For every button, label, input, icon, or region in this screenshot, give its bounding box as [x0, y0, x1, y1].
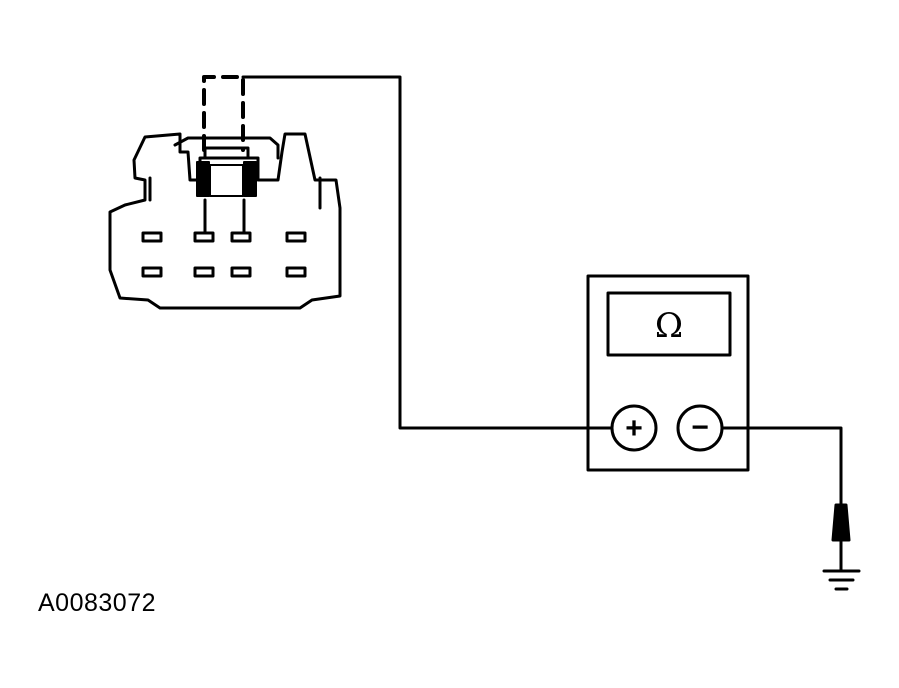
figure-id: A0083072: [38, 589, 157, 617]
connector-icon: [108, 75, 342, 310]
connector-latch: [203, 146, 250, 160]
connector-outline: [108, 132, 342, 310]
negative-jack-symbol: −: [691, 411, 709, 444]
test-lead-positive: [241, 75, 614, 430]
test-lead-negative: [720, 426, 843, 507]
terminal-slot: [141, 266, 163, 278]
connector-top-ridge: [173, 136, 280, 160]
positive-jack: [610, 404, 658, 452]
ground-symbol-icon: [822, 569, 861, 591]
terminal-slot: [193, 266, 215, 278]
terminal-slot: [193, 231, 215, 243]
positive-jack-symbol: +: [625, 412, 643, 445]
meter-display: [606, 291, 732, 357]
meter-body: [586, 274, 750, 472]
wire-terminal: [196, 161, 257, 235]
meter-display-symbol: Ω: [655, 306, 683, 346]
multimeter-icon: [586, 274, 750, 472]
terminal-slot: [230, 266, 252, 278]
terminal-slot: [230, 231, 252, 243]
terminal-slot: [285, 231, 307, 243]
terminal-slot: [285, 266, 307, 278]
terminal-slot: [141, 231, 163, 243]
probe-icon: [831, 503, 851, 572]
probe-dashed-lead: [202, 75, 245, 152]
